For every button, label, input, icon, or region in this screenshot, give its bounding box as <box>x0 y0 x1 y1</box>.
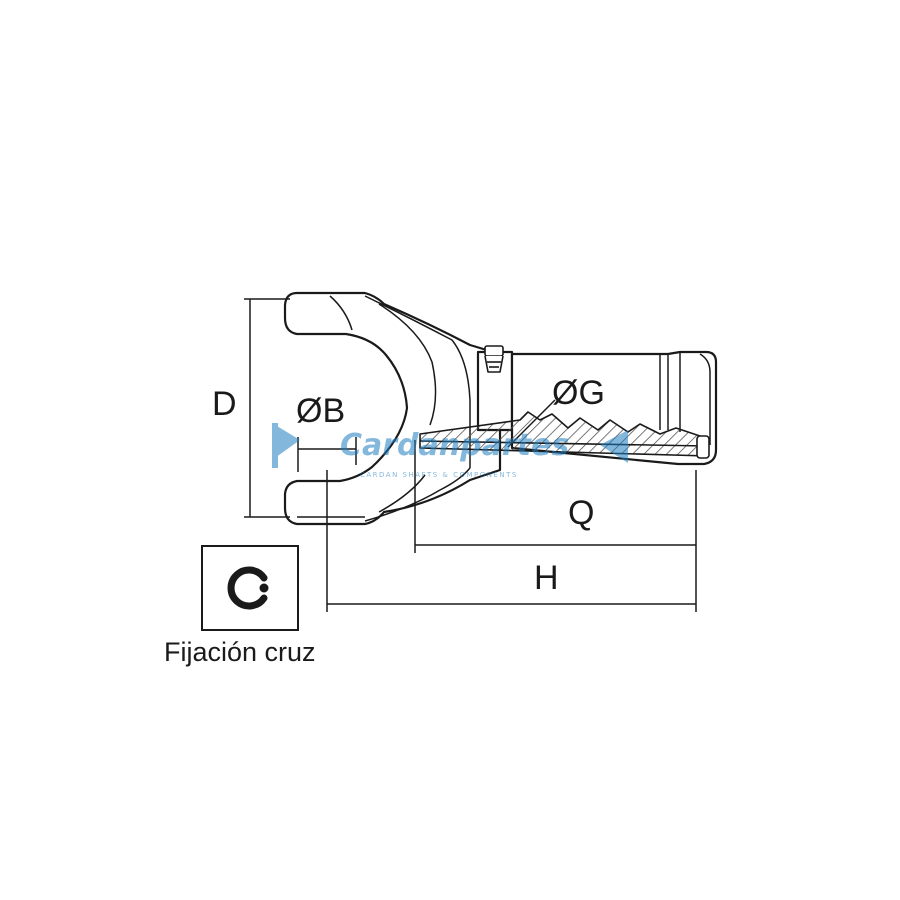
lock-bolt <box>484 345 504 373</box>
watermark-right-emblem <box>600 430 628 463</box>
yoke-fork-contour <box>378 474 426 513</box>
yoke-fork-contour <box>378 303 437 426</box>
yoke-part <box>283 291 718 526</box>
dim-q-label: Q <box>568 494 594 532</box>
yoke-fork-contour <box>364 295 471 468</box>
dim-d-label: D <box>212 385 237 423</box>
dim-g-label: ØG <box>552 374 605 412</box>
circlip-icon <box>227 566 269 610</box>
legend-caption: Fijación cruz <box>164 637 316 667</box>
circlip-legend <box>201 545 299 631</box>
watermark-brand: Cardanpartes <box>340 428 569 463</box>
watermark-left-emblem <box>272 423 300 460</box>
hub-ring <box>699 353 711 445</box>
bore-line <box>419 440 707 447</box>
dim-h-label: H <box>534 559 559 597</box>
yoke-ear-top <box>329 295 353 331</box>
dim-b-label: ØB <box>296 392 345 430</box>
dim-g-leader <box>507 399 556 448</box>
watermark-logo: Cardanpartes CARDAN SHAFTS & COMPONENTS <box>272 423 628 479</box>
end-washer <box>696 435 710 459</box>
yoke-fork <box>283 291 502 526</box>
legend-box <box>201 545 299 631</box>
watermark-tagline: CARDAN SHAFTS & COMPONENTS <box>360 471 518 479</box>
dimension-lines <box>244 298 697 612</box>
yoke-fork-contour <box>364 467 471 522</box>
